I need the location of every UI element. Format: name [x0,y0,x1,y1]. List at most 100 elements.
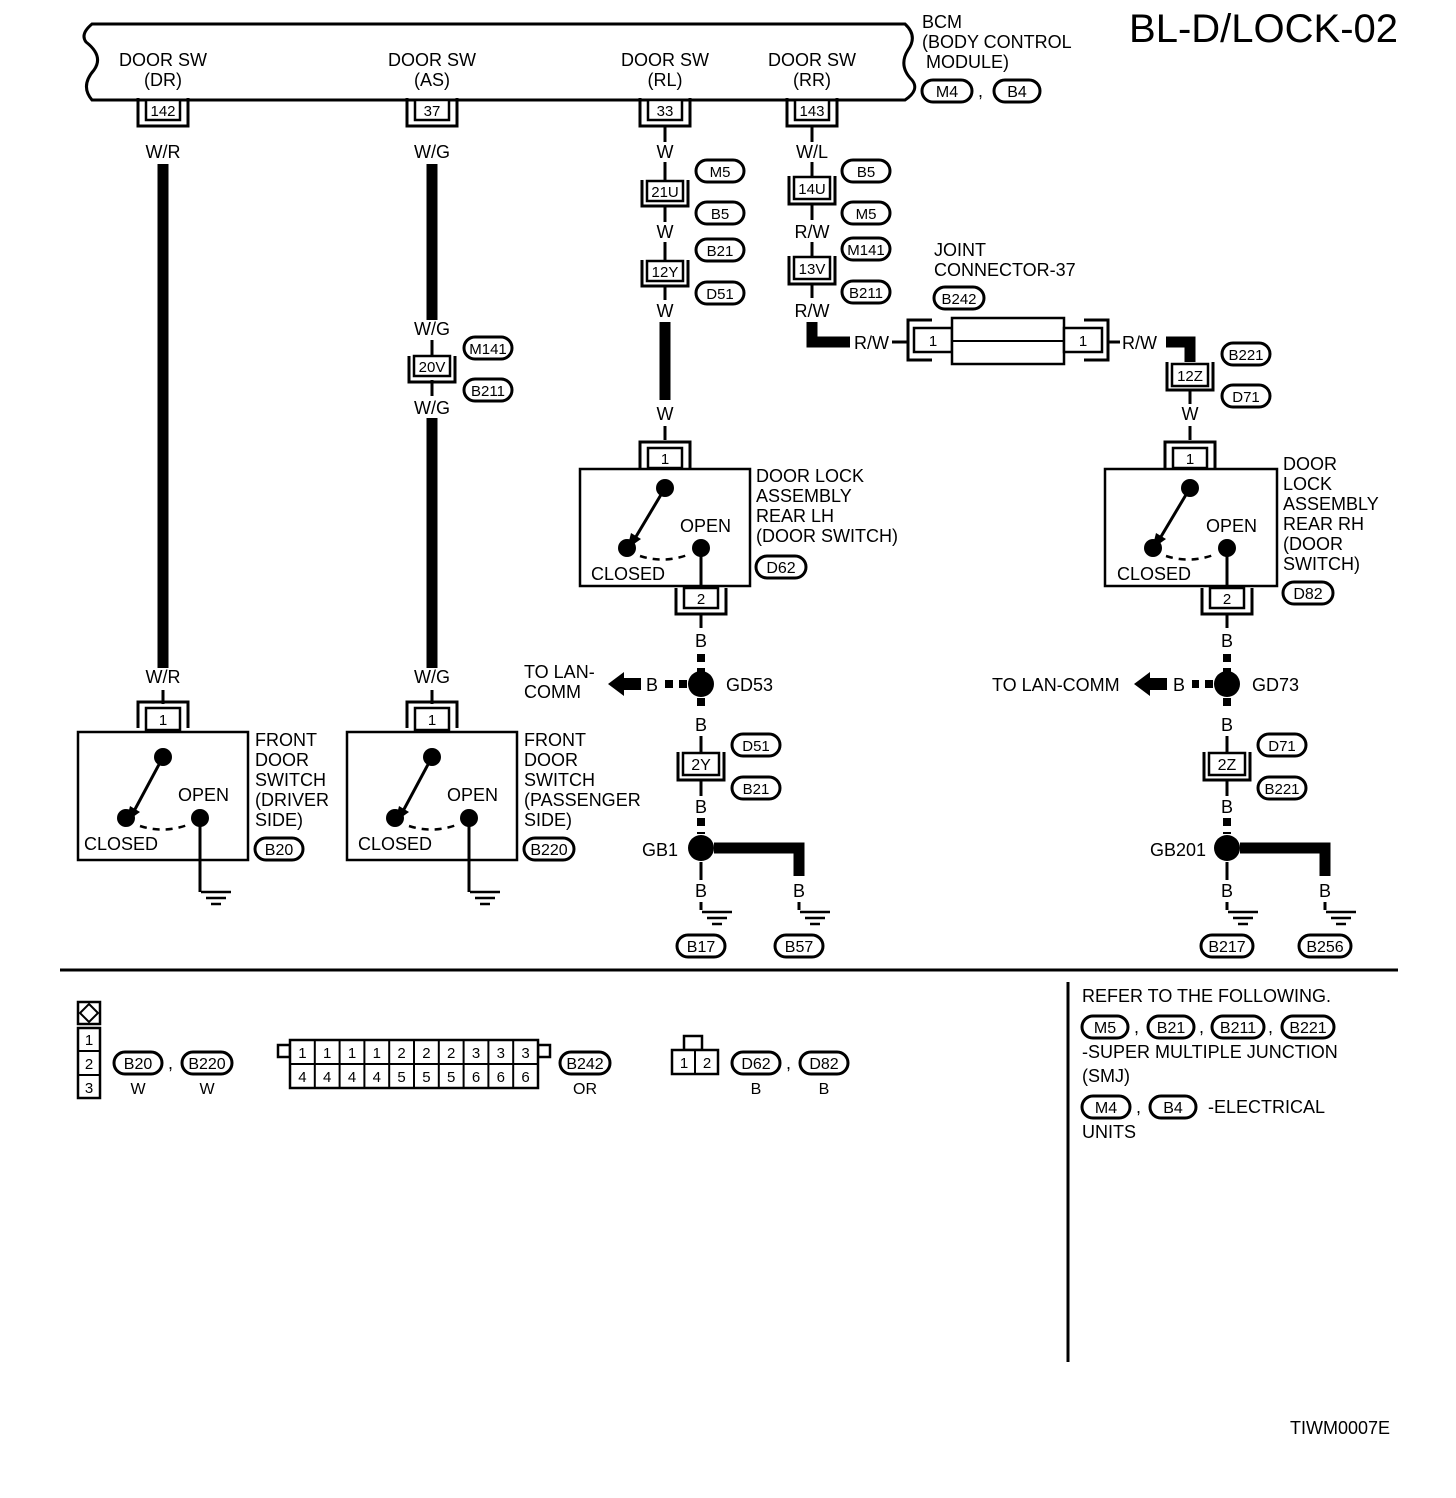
front-passenger-door-switch: 1 OPEN CLOSED FRONT DOOR SWITCH (PASSENG… [345,690,641,906]
open-label: OPEN [680,516,731,536]
component-label: SWITCH) [1283,554,1360,574]
wire-color-label: B [1173,675,1185,695]
port-label: (RR) [793,70,831,90]
splice-label: GD73 [1252,675,1299,695]
connector-color: W [130,1081,146,1098]
pin-number: 6 [521,1069,529,1086]
pin-number: 1 [85,1032,93,1049]
splice-gb1 [688,835,714,861]
port-label: DOOR SW [119,50,207,70]
component-label: DOOR LOCK [756,466,864,486]
rear-rh-upper-wiring: W/L 14U B5 M5 R/W 13V M141 B211 R/W R/W [787,126,908,353]
connector-name: B5 [711,206,729,223]
connector-name: B220 [188,1056,225,1073]
pin-number: 3 [85,1080,93,1097]
connector-name: B21 [1157,1020,1186,1037]
component-label: ASSEMBLY [1283,494,1379,514]
connector-name: B211 [471,383,505,400]
wire-color-label: W [1182,404,1199,424]
wire-color-label: B [793,881,805,901]
pin-number: 1 [428,712,436,729]
pin-number: 4 [323,1069,331,1086]
rear-lh-ground-wiring: B GD53 B TO LAN- COMM B 2Y D51 B21 B GB1… [524,614,832,959]
joint-connector-label: CONNECTOR-37 [934,260,1076,280]
pin-number: 2 [397,1045,405,1062]
lan-comm-label: TO LAN- [524,662,595,682]
port-label: DOOR SW [388,50,476,70]
wire-color-label: W [657,222,674,242]
closed-label: CLOSED [84,834,158,854]
bcm-label: BCM [922,12,962,32]
wire-color-label: B [1221,881,1233,901]
wire-color-label: R/W [795,301,830,321]
bcm-module: BCM (BODY CONTROL MODULE) M4 , B4 DOOR S… [82,12,1072,104]
pin-number: 143 [799,103,824,120]
pin-number: 20V [419,359,446,376]
comma: , [978,81,983,101]
splice-gd73 [1214,671,1240,697]
pin-number: 1 [323,1045,331,1062]
pin-number: 1 [159,712,167,729]
pin-number: 2 [85,1056,93,1073]
ground-connector-name: B217 [1208,939,1245,956]
connector-name: B221 [1289,1020,1326,1037]
bcm-pin-37: 37 [405,98,459,128]
pin-number: 4 [298,1069,306,1086]
joint-connector-37: JOINT CONNECTOR-37 B242 1 1 [906,240,1110,366]
comma: , [786,1053,791,1073]
component-label: SIDE) [255,810,303,830]
component-label: DOOR [255,750,309,770]
component-label: (DOOR SWITCH) [756,526,898,546]
pin-number: 2 [447,1045,455,1062]
comma: , [1268,1017,1273,1037]
pin-number: 5 [422,1069,430,1086]
figure-code: TIWM0007E [1290,1418,1390,1438]
connector-name: B242 [566,1056,603,1073]
component-label: DOOR [1283,454,1337,474]
rear-lh-door-lock-assembly: 1 OPEN CLOSED 2 DOOR LOCK ASSEMBLY REAR … [578,426,898,616]
wire-color-label: W [657,301,674,321]
wire-color-label: B [1221,715,1233,735]
wire-color-label: W/R [146,142,181,162]
pin-number: 1 [929,333,937,350]
wire-color-label: R/W [854,333,889,353]
connector-name: D82 [1293,586,1322,603]
arrow-left-icon [608,672,641,696]
pin-number: 2Z [1218,757,1237,774]
pin-number: 4 [373,1069,381,1086]
component-label: LOCK [1283,474,1332,494]
pin-number: 12Z [1177,368,1203,385]
bcm-pin-142: 142 [136,98,190,128]
refer-text: UNITS [1082,1122,1136,1142]
component-label: SWITCH [524,770,595,790]
wire-color-label: W [657,404,674,424]
refer-text: (SMJ) [1082,1066,1130,1086]
wire-color-label: B [695,715,707,735]
component-label: SIDE) [524,810,572,830]
port-label: DOOR SW [768,50,856,70]
connector-name: B5 [857,164,875,181]
pin-number: 5 [447,1069,455,1086]
refer-title: REFER TO THE FOLLOWING. [1082,986,1331,1006]
component-label: REAR LH [756,506,834,526]
connector-name: B211 [1220,1020,1256,1037]
pin-number: 2 [697,591,705,608]
splice-gb201 [1214,835,1240,861]
pin-number: 142 [150,103,175,120]
connector-color: OR [573,1081,597,1098]
pin-number: 37 [424,103,441,120]
refer-text: -SUPER MULTIPLE JUNCTION [1082,1042,1338,1062]
connector-name: M5 [710,164,731,181]
wire-color-label: W/G [414,319,450,339]
connector-name: B221 [1228,347,1263,364]
connector-name: D62 [766,560,795,577]
connector-badge [920,78,974,104]
connector-name: B4 [1163,1100,1183,1117]
legend-connector-b20-b220: 1 2 3 B20 W , B220 W [76,1000,234,1100]
pin-number: 1 [1186,451,1194,468]
connector-name: D51 [706,286,734,303]
connector-name: M5 [856,206,877,223]
pin-number: 1 [348,1045,356,1062]
connector-name: M141 [847,242,885,259]
